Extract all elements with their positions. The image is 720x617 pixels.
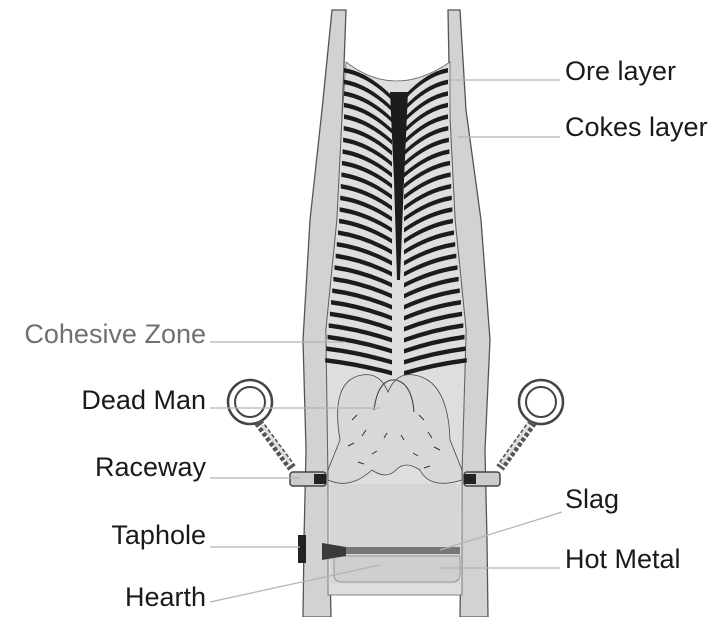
- hot-metal-pool: [334, 556, 460, 582]
- label-taphole: Taphole: [111, 520, 206, 550]
- label-cohesive-zone: Cohesive Zone: [24, 319, 206, 349]
- label-hot-metal: Hot Metal: [565, 544, 681, 574]
- label-hearth: Hearth: [125, 582, 206, 612]
- label-raceway: Raceway: [95, 452, 207, 482]
- label-slag: Slag: [565, 484, 619, 514]
- label-ore-layer: Ore layer: [565, 56, 676, 86]
- label-dead-man: Dead Man: [81, 385, 206, 415]
- label-cokes-layer: Cokes layer: [565, 112, 708, 142]
- slag-band: [332, 547, 460, 554]
